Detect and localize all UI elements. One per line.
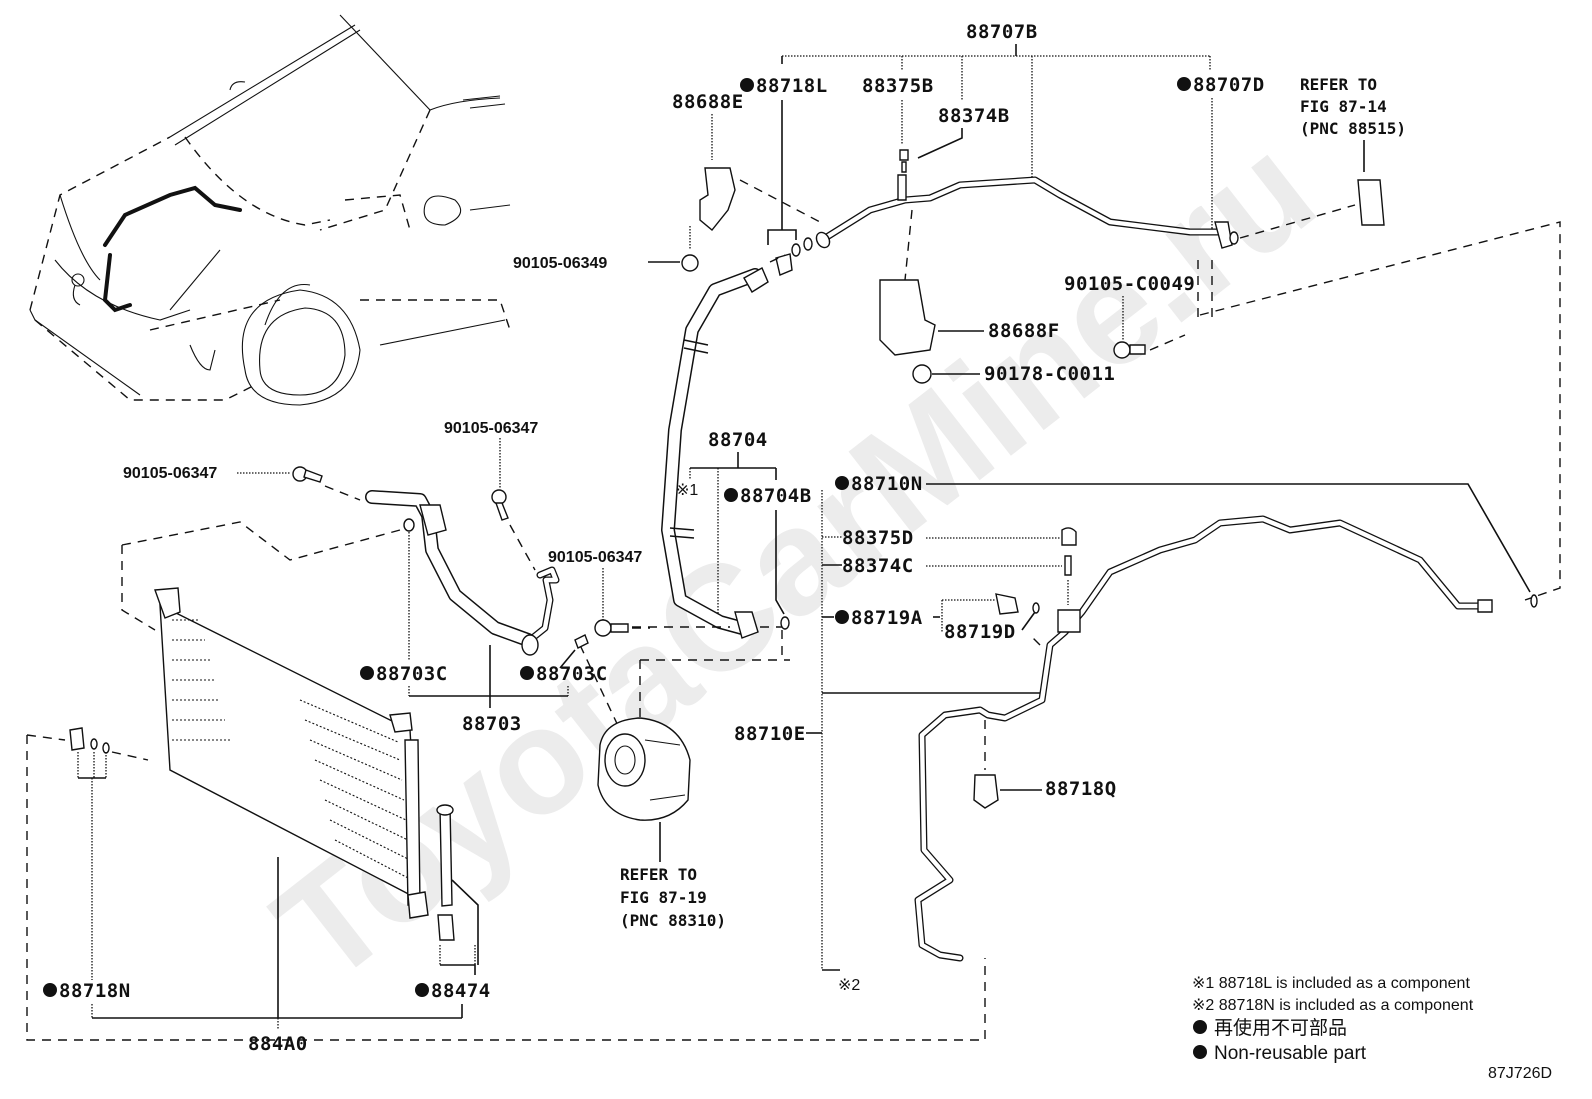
plug-88474 — [437, 914, 455, 941]
non-reusable-marker — [835, 610, 849, 624]
label-88718L[interactable]: 88718L — [756, 75, 828, 97]
label-88375B[interactable]: 88375B — [862, 75, 934, 97]
label-88719D[interactable]: 88719D — [944, 621, 1016, 643]
legend-non-reusable-en: Non-reusable part — [1214, 1043, 1367, 1064]
label-88719A[interactable]: 88719A — [851, 607, 923, 629]
label-884A0[interactable]: 884A0 — [248, 1033, 308, 1055]
non-reusable-marker — [740, 78, 754, 92]
non-reusable-marker — [835, 476, 849, 490]
note-marker-1: ※1 — [676, 482, 698, 499]
condenser-fins — [172, 619, 413, 881]
valve-core-88374C — [1064, 555, 1072, 576]
label-88375D[interactable]: 88375D — [842, 527, 914, 549]
legend-bullet-icon — [1193, 1020, 1207, 1034]
label-88474[interactable]: 88474 — [431, 980, 491, 1002]
bolt-90105-06347-b — [491, 489, 507, 505]
label-88710N[interactable]: 88710N — [851, 473, 923, 495]
legend-note-1: ※1 88718L is included as a component — [1192, 975, 1470, 992]
o-ring-88710N — [1530, 594, 1538, 608]
liquid-pipe-path — [914, 515, 1492, 962]
label-88374C[interactable]: 88374C — [842, 555, 914, 577]
label-88707B[interactable]: 88707B — [966, 21, 1038, 43]
legend-bullet-icon — [1193, 1045, 1207, 1059]
o-ring-88719D — [1032, 602, 1040, 614]
label-90105-06347-b[interactable]: 90105-06347 — [444, 420, 538, 437]
connector-ref-88515 — [1357, 179, 1385, 226]
ref-fig-87-14-line3[interactable]: (PNC 88515) — [1300, 119, 1406, 138]
label-88688E[interactable]: 88688E — [672, 91, 744, 113]
non-reusable-marker — [43, 983, 57, 997]
non-reusable-marker — [724, 488, 738, 502]
legend-non-reusable-jp: 再使用不可部品 — [1214, 1017, 1347, 1039]
note-marker-2: ※2 — [838, 977, 860, 994]
label-88707D[interactable]: 88707D — [1193, 74, 1265, 96]
bolt-90105-C0049 — [1113, 341, 1131, 359]
label-90105-C0049[interactable]: 90105-C0049 — [1064, 273, 1195, 295]
vehicle-locator-illustration — [29, 14, 511, 406]
label-90105-06349[interactable]: 90105-06349 — [513, 255, 607, 272]
ref-fig-87-19-line1[interactable]: REFER TO — [620, 865, 697, 884]
assembly-88707B: 88707B 88718L 88375B 88374B 88707D 88688… — [513, 21, 1561, 601]
desiccant-88474 — [439, 805, 453, 907]
receiver-tank — [404, 739, 421, 906]
bolt-90105-06349 — [681, 254, 699, 272]
pressure-switch-88719A — [995, 593, 1019, 615]
bracket-88688E — [699, 167, 736, 231]
o-ring-88718L — [803, 237, 813, 251]
liquid-pipe-88710E: 88710N 88375D 88374C 88719A 88719D 88710… — [734, 473, 1538, 994]
label-88703[interactable]: 88703 — [462, 713, 522, 735]
label-88704B[interactable]: 88704B — [740, 485, 812, 507]
service-cap-88375B — [899, 149, 909, 161]
label-88704[interactable]: 88704 — [708, 429, 768, 451]
ref-fig-87-14-line2[interactable]: FIG 87-14 — [1300, 97, 1387, 116]
bolt-90105-06347-c — [594, 619, 612, 637]
o-ring-88704B — [780, 616, 790, 630]
o-ring-88703C-right — [574, 634, 589, 649]
non-reusable-marker — [360, 666, 374, 680]
suction-hose-88704: 88704 ※1 88704B — [600, 254, 812, 658]
label-90178-C0011[interactable]: 90178-C0011 — [984, 363, 1115, 385]
label-88374B[interactable]: 88374B — [938, 105, 1010, 127]
label-88710E[interactable]: 88710E — [734, 723, 806, 745]
label-90105-06347-a[interactable]: 90105-06347 — [123, 465, 217, 482]
compressor-reference: REFER TO FIG 87-19 (PNC 88310) — [579, 644, 790, 930]
nut-90178-C0011 — [912, 364, 932, 384]
service-valve-core-88374B — [897, 174, 907, 201]
non-reusable-marker — [1177, 77, 1191, 91]
service-cap-88375D — [1061, 527, 1077, 546]
service-port-block — [1057, 609, 1081, 633]
clamp-88718Q — [973, 774, 999, 809]
label-88718Q[interactable]: 88718Q — [1045, 778, 1117, 800]
bracket-88688F — [879, 279, 936, 356]
condenser-884A0: 88718N 88474 884A0 — [26, 521, 986, 1055]
fitting-88718N — [69, 727, 85, 751]
label-88688F[interactable]: 88688F — [988, 320, 1060, 342]
discharge-hose-88703: 90105-06347 90105-06347 90105-06347 8870… — [123, 420, 650, 735]
ref-fig-87-19-line2[interactable]: FIG 87-19 — [620, 888, 707, 907]
non-reusable-marker — [520, 666, 534, 680]
label-88703C-right[interactable]: 88703C — [536, 663, 608, 685]
figure-code: 87J726D — [1488, 1065, 1552, 1082]
label-90105-06347-c[interactable]: 90105-06347 — [548, 549, 642, 566]
ref-fig-87-14-line1[interactable]: REFER TO — [1300, 75, 1377, 94]
label-88703C-left[interactable]: 88703C — [376, 663, 448, 685]
non-reusable-marker — [415, 983, 429, 997]
o-ring-88707D — [1229, 231, 1239, 245]
ref-fig-87-19-line3[interactable]: (PNC 88310) — [620, 911, 726, 930]
o-ring-88703C-left — [403, 518, 415, 532]
label-88718N[interactable]: 88718N — [59, 980, 131, 1002]
legend-note-2: ※2 88718N is included as a component — [1192, 997, 1474, 1014]
legend: ※1 88718L is included as a component ※2 … — [1192, 975, 1474, 1064]
